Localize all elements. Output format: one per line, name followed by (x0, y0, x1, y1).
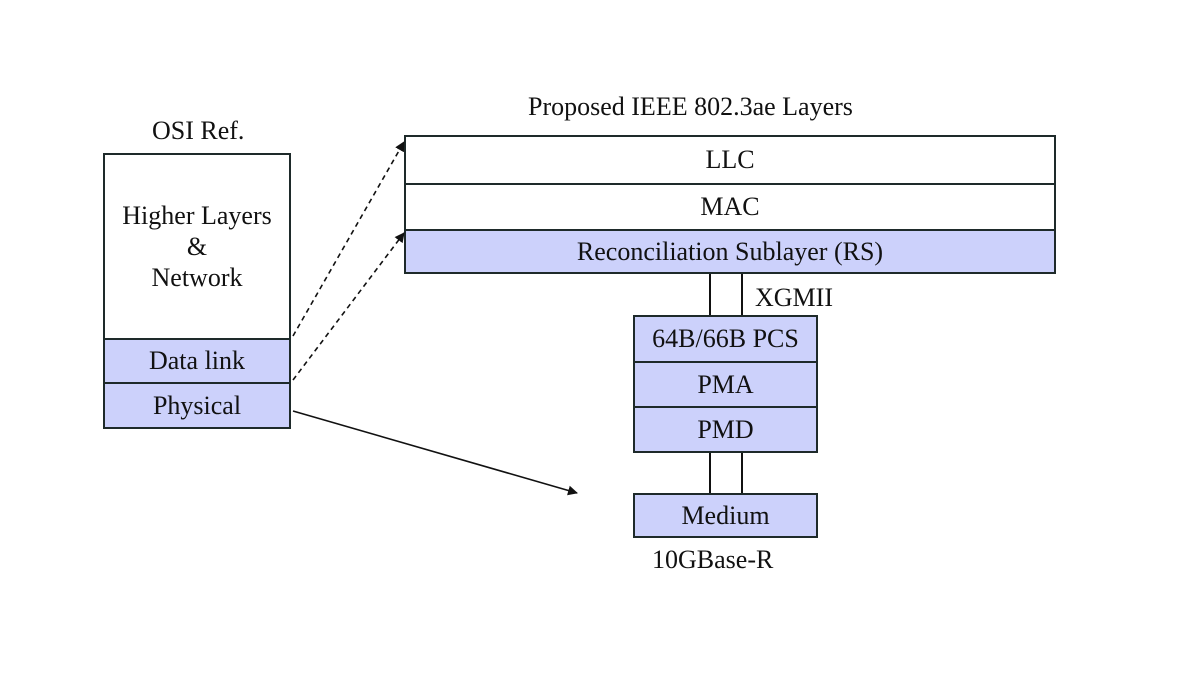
pcs-box: 64B/66B PCS (633, 315, 818, 363)
medium-connector-right-line (741, 453, 743, 494)
physical-to-medium-arrow (292, 410, 578, 496)
phy-label-10gbase-r: 10GBase-R (652, 545, 774, 574)
osi-title: OSI Ref. (152, 116, 245, 145)
osi-higher-layers-line3: Network (151, 263, 243, 292)
medium-connector-left-line (709, 453, 711, 494)
osi-higher-layers-box: Higher Layers & Network (103, 153, 291, 340)
xgmii-connector-right-line (741, 274, 743, 316)
mac-box: MAC (404, 183, 1056, 231)
medium-box: Medium (633, 493, 818, 538)
reconciliation-sublayer-box: Reconciliation Sublayer (RS) (404, 229, 1056, 274)
osi-data-link-box: Data link (103, 338, 291, 384)
ieee-title: Proposed IEEE 802.3ae Layers (528, 92, 853, 121)
xgmii-label: XGMII (755, 283, 833, 312)
osi-higher-layers-line1: Higher Layers (122, 201, 272, 230)
pmd-box: PMD (633, 406, 818, 453)
data-link-to-llc-arrow (292, 141, 405, 337)
osi-physical-box: Physical (103, 382, 291, 429)
data-link-to-rs-arrow (292, 232, 405, 381)
xgmii-connector-left-line (709, 274, 711, 316)
pma-box: PMA (633, 361, 818, 408)
osi-higher-layers-line2: & (186, 232, 208, 261)
